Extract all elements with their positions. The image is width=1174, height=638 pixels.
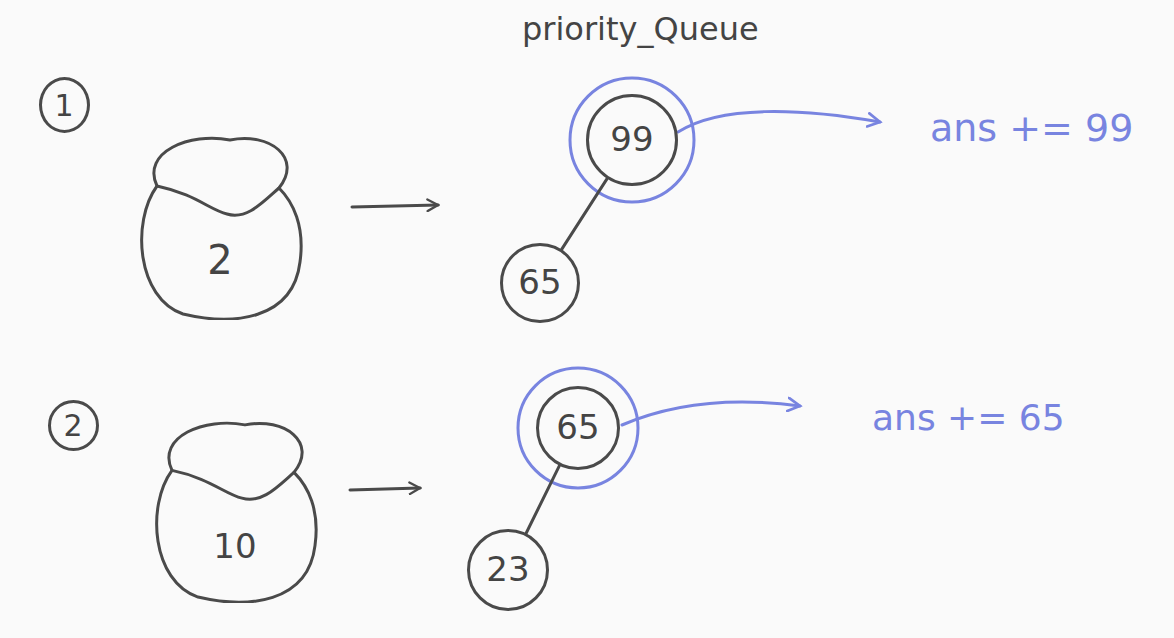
- jar: 10: [150, 415, 320, 603]
- pop-arrow: [622, 402, 800, 425]
- title-text: priority_Queue: [522, 12, 759, 47]
- tree-link: [562, 179, 607, 250]
- heap-node: 65: [500, 243, 580, 323]
- jar-label: 2: [207, 238, 232, 282]
- heap-node: 23: [467, 529, 549, 611]
- callout-number: 1: [39, 77, 90, 133]
- node-value: 65: [556, 409, 599, 446]
- tree-link: [526, 466, 559, 534]
- heap-node: 99: [586, 94, 678, 186]
- node-value: 23: [486, 551, 529, 588]
- flow-arrow: [352, 205, 438, 207]
- pop-arrow: [678, 112, 880, 132]
- highlight-ring: [570, 78, 694, 202]
- heap-node: 65: [536, 386, 620, 470]
- result-note: ans += 99: [930, 108, 1133, 150]
- result-note: ans += 65: [872, 398, 1065, 438]
- node-value: 2: [63, 409, 82, 442]
- jar-label: 10: [213, 528, 256, 565]
- flow-arrow: [350, 488, 420, 490]
- callout-number: 2: [48, 400, 99, 451]
- node-value: 1: [54, 89, 73, 122]
- node-value: 99: [610, 121, 653, 158]
- node-value: 65: [518, 264, 561, 301]
- jar-outline: [135, 130, 305, 320]
- jar: 2: [135, 130, 305, 320]
- highlight-ring: [518, 368, 638, 488]
- jar-outline: [150, 415, 320, 603]
